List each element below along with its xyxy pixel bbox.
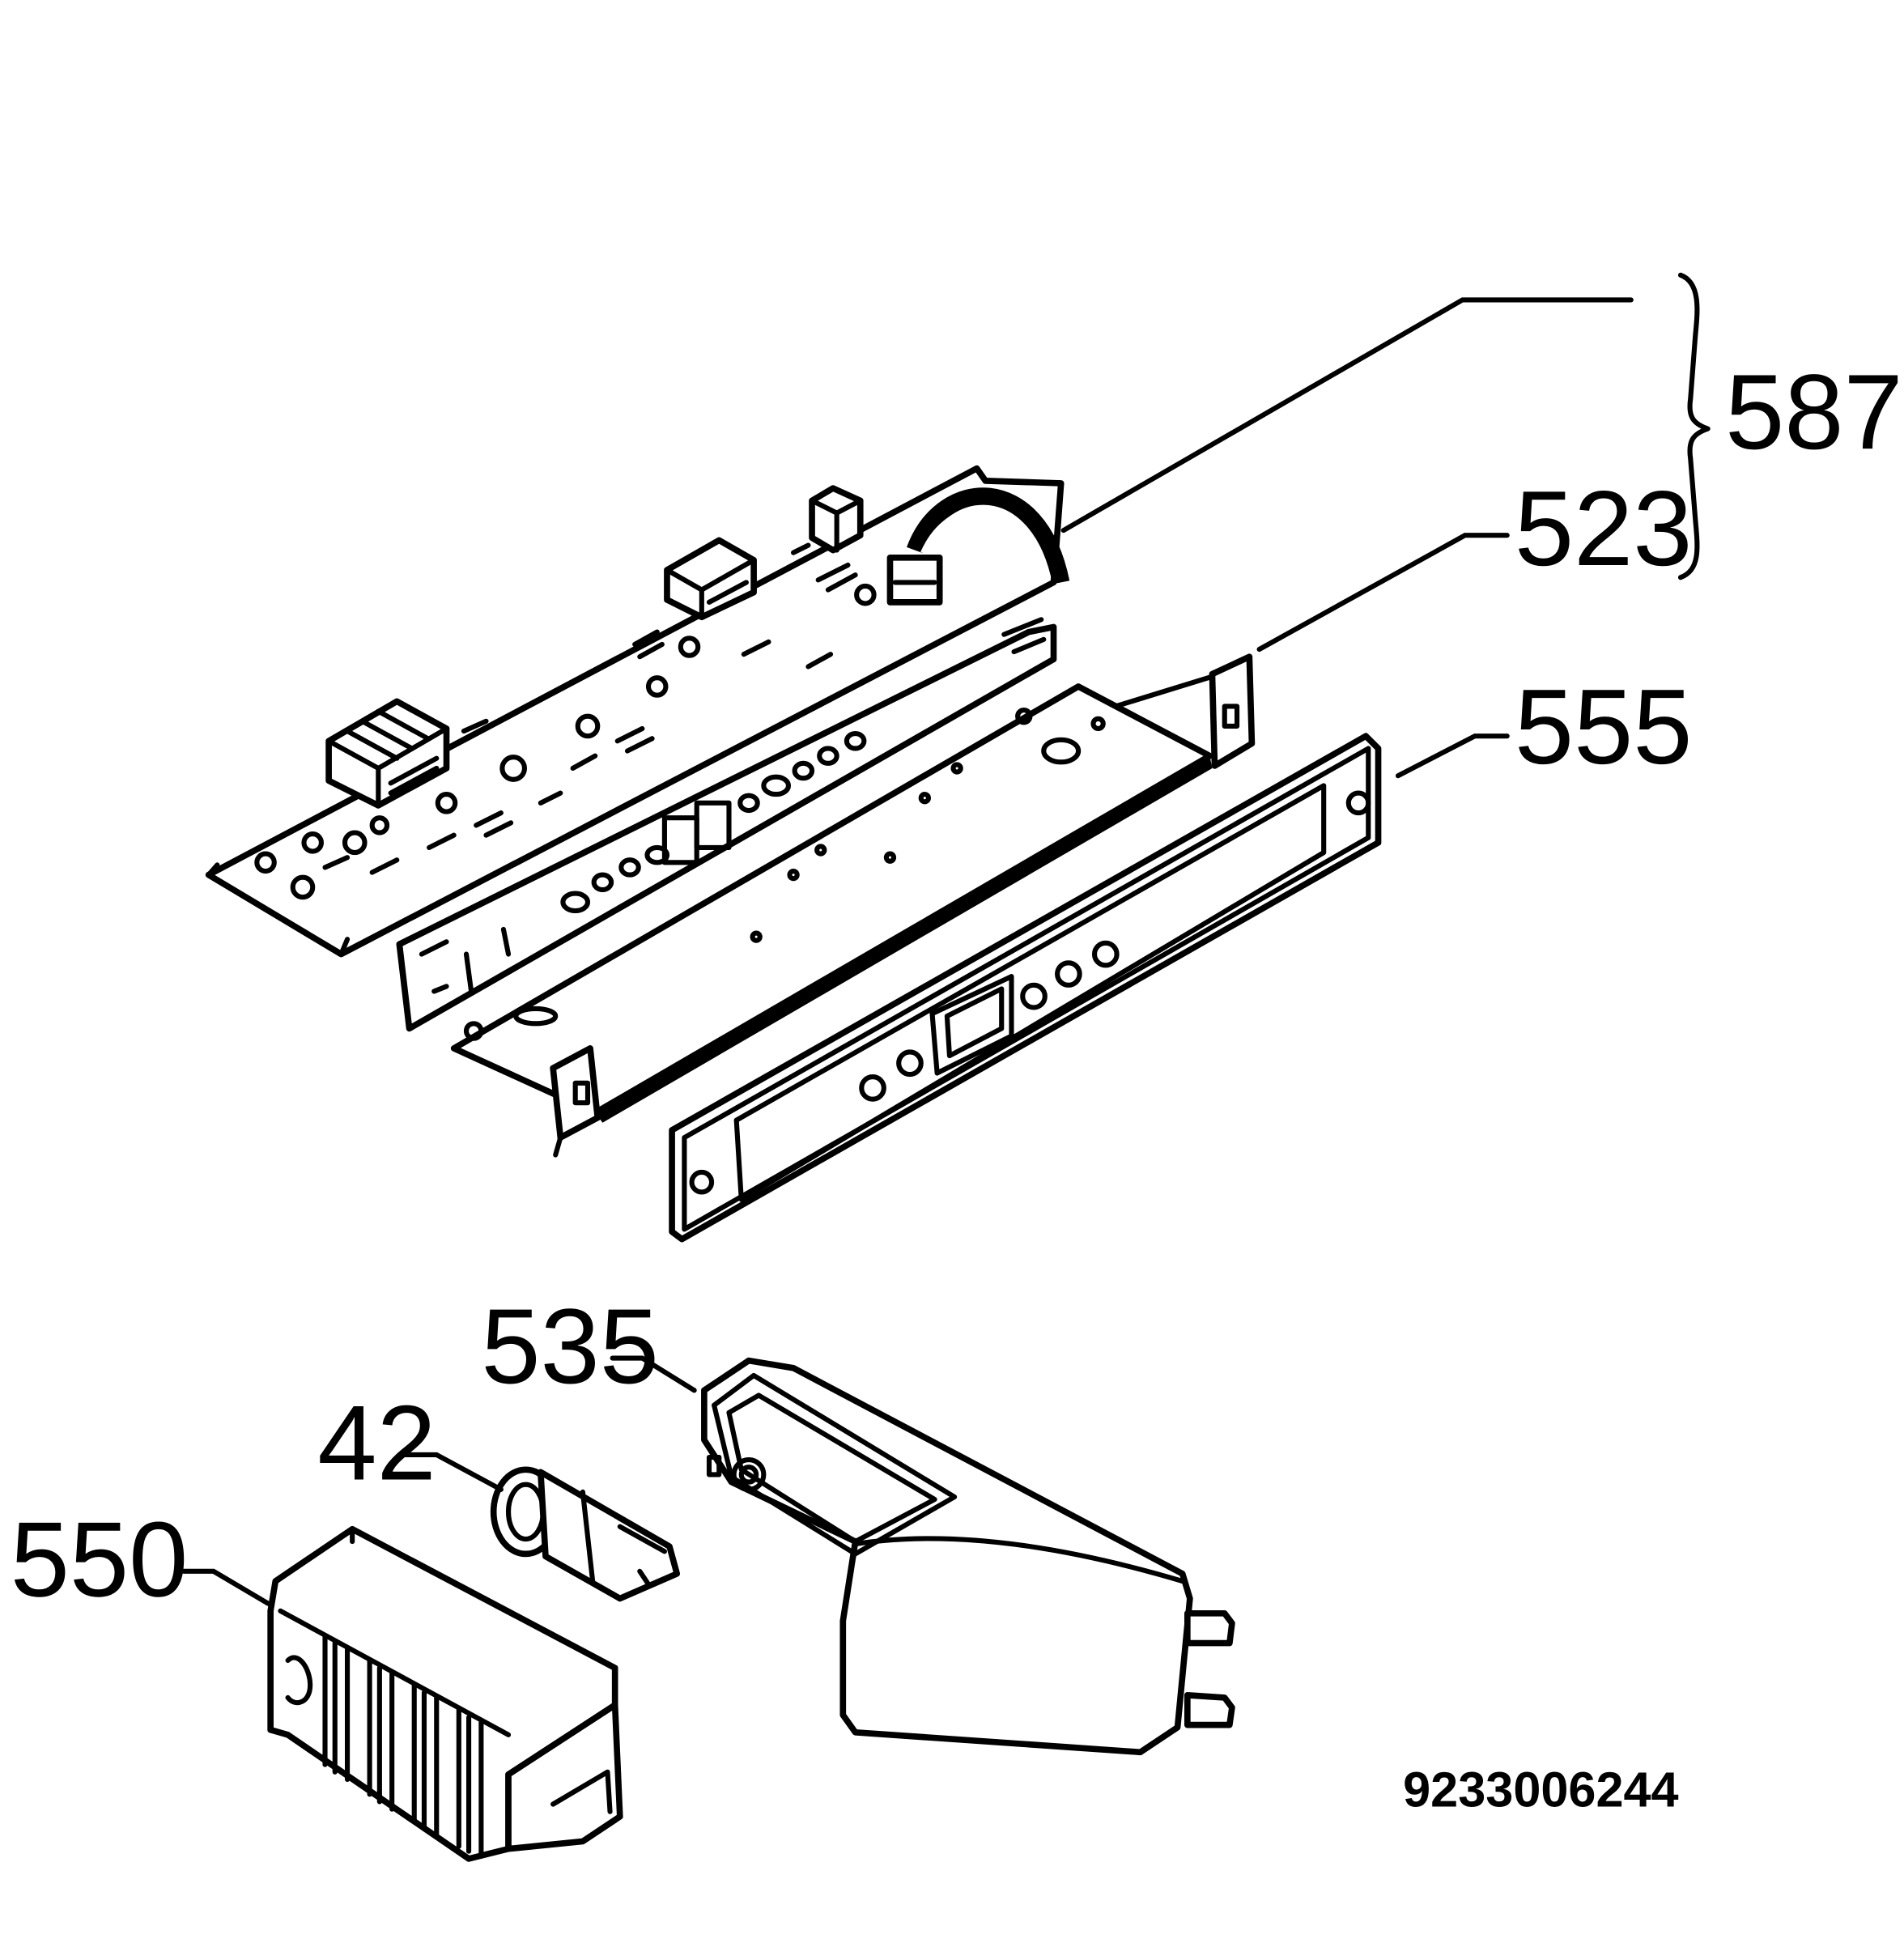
part-587-control-board[interactable] — [205, 465, 1070, 958]
callout-555: 555 — [1515, 667, 1693, 786]
part-42-lamp-holder[interactable] — [490, 1466, 681, 1602]
part-555-front-panel[interactable] — [669, 733, 1382, 1243]
callout-587: 587 — [1725, 352, 1903, 471]
board-connector-left — [325, 698, 450, 809]
panel-buttons — [859, 940, 1120, 1102]
frame-flange-components — [419, 617, 1047, 994]
drawing-number: 9233006244 — [1403, 1762, 1678, 1818]
cover-vent-ribs — [322, 1633, 484, 1859]
part-523-frame[interactable] — [396, 617, 1256, 1158]
callout-42: 42 — [317, 1384, 436, 1503]
leader-lines — [181, 297, 1634, 1606]
part-550-lamp-cover[interactable] — [267, 1525, 623, 1862]
callout-535: 535 — [481, 1286, 659, 1405]
bracket-587 — [1677, 272, 1711, 580]
callout-550: 550 — [11, 1499, 189, 1618]
board-connector-middle — [664, 537, 757, 621]
board-connector-top — [809, 485, 943, 606]
ribbon-cable — [907, 487, 1070, 585]
callout-523: 523 — [1515, 469, 1693, 588]
frame-holes — [463, 707, 1106, 1041]
part-535-lamp-housing[interactable] — [701, 1357, 1235, 1756]
board-components — [254, 542, 877, 900]
